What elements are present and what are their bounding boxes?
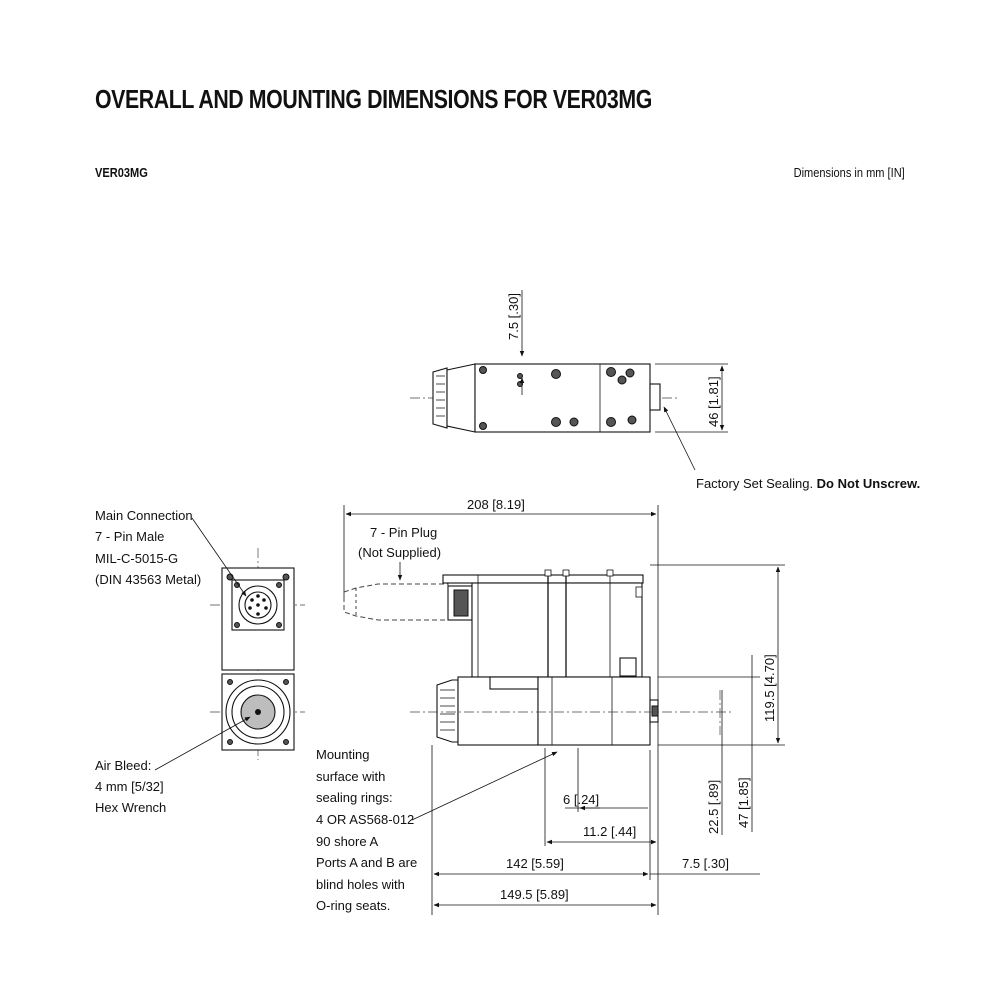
dim-46: 46 [1.81] bbox=[706, 376, 721, 427]
dim-149-5: 149.5 [5.89] bbox=[500, 887, 569, 902]
page-title: OVERALL AND MOUNTING DIMENSIONS FOR VER0… bbox=[95, 84, 652, 114]
mounting-note-3: sealing rings: bbox=[316, 790, 393, 805]
dim-22-5: 22.5 [.89] bbox=[706, 780, 721, 834]
dim-7-5-top: 7.5 [.30] bbox=[506, 293, 521, 340]
mounting-note-2: surface with bbox=[316, 769, 385, 784]
upper-body bbox=[471, 582, 643, 678]
units-note: Dimensions in mm [IN] bbox=[793, 165, 905, 180]
mounting-note-1: Mounting bbox=[316, 747, 369, 762]
model-label: VER03MG bbox=[95, 165, 148, 180]
lower-body bbox=[537, 676, 651, 746]
main-connection-label-1: Main Connection bbox=[95, 508, 193, 523]
top-knob bbox=[432, 367, 448, 429]
factory-seal-note: Factory Set Sealing. Do Not Unscrew. bbox=[696, 476, 920, 491]
plug-label-1: 7 - Pin Plug bbox=[370, 525, 437, 540]
dim-208: 208 [8.19] bbox=[467, 497, 525, 512]
main-connection-label-4: (DIN 43563 Metal) bbox=[95, 572, 201, 587]
front-view: 208 [8.19] 7 - Pin Plug (Not Supplied) bbox=[316, 497, 785, 915]
dim-142: 142 [5.59] bbox=[506, 856, 564, 871]
mounting-note-7: blind holes with bbox=[316, 877, 405, 892]
mounting-note-4: 4 OR AS568-012 bbox=[316, 812, 414, 827]
dim-7-5-bottom: 7.5 [.30] bbox=[682, 856, 729, 871]
air-bleed-label-2: 4 mm [5/32] bbox=[95, 779, 164, 794]
top-view: 7.5 [.30] 46 [1.81] Factory Set Sealing.… bbox=[410, 290, 920, 491]
air-bleed-label-1: Air Bleed: bbox=[95, 758, 151, 773]
main-connection-label-3: MIL-C-5015-G bbox=[95, 551, 178, 566]
solenoid-knob bbox=[436, 679, 459, 743]
dim-119-5: 119.5 [4.70] bbox=[762, 654, 777, 722]
air-bleed-label-3: Hex Wrench bbox=[95, 800, 166, 815]
side-view: Main Connection 7 - Pin Male MIL-C-5015-… bbox=[95, 508, 305, 815]
main-connection-label-2: 7 - Pin Male bbox=[95, 529, 164, 544]
dim-47: 47 [1.85] bbox=[736, 777, 751, 828]
plug-outline bbox=[343, 583, 449, 621]
mounting-note-6: Ports A and B are bbox=[316, 855, 417, 870]
top-body bbox=[474, 363, 651, 433]
mounting-note-5: 90 shore A bbox=[316, 834, 378, 849]
dim-11-2: 11.2 [.44] bbox=[583, 824, 636, 839]
dim-6: 6 [.24] bbox=[563, 792, 599, 807]
mounting-note-8: O-ring seats. bbox=[316, 898, 390, 913]
plug-label-2: (Not Supplied) bbox=[358, 545, 441, 560]
